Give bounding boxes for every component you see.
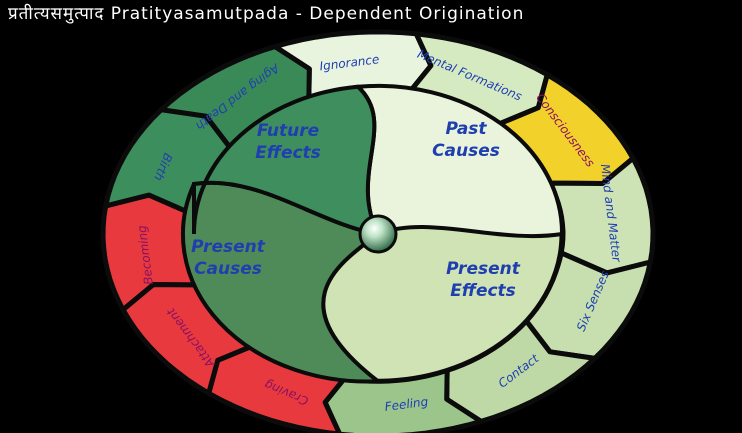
core-label-past-causes-line2: Causes [432, 141, 500, 161]
core-label-past-causes-line1: Past [445, 119, 487, 139]
core-label-future-effects-line2: Effects [255, 143, 321, 163]
core-label-present-causes-line2: Causes [194, 259, 262, 279]
core-label-present-causes-line1: Present [191, 237, 266, 257]
core-label-future-effects-line1: Future [257, 121, 319, 141]
core-label-present-effects-line2: Effects [450, 281, 516, 301]
hub-sphere [358, 214, 398, 254]
center-hub [358, 214, 398, 254]
link-label-feeling: Feeling [384, 395, 429, 414]
diagram-title: प्रतीत्यसमुत्पाद Pratityasamutpada - Dep… [8, 4, 525, 24]
core-region-future-effects [191, 84, 382, 237]
core-label-present-effects-line1: Present [446, 259, 521, 279]
